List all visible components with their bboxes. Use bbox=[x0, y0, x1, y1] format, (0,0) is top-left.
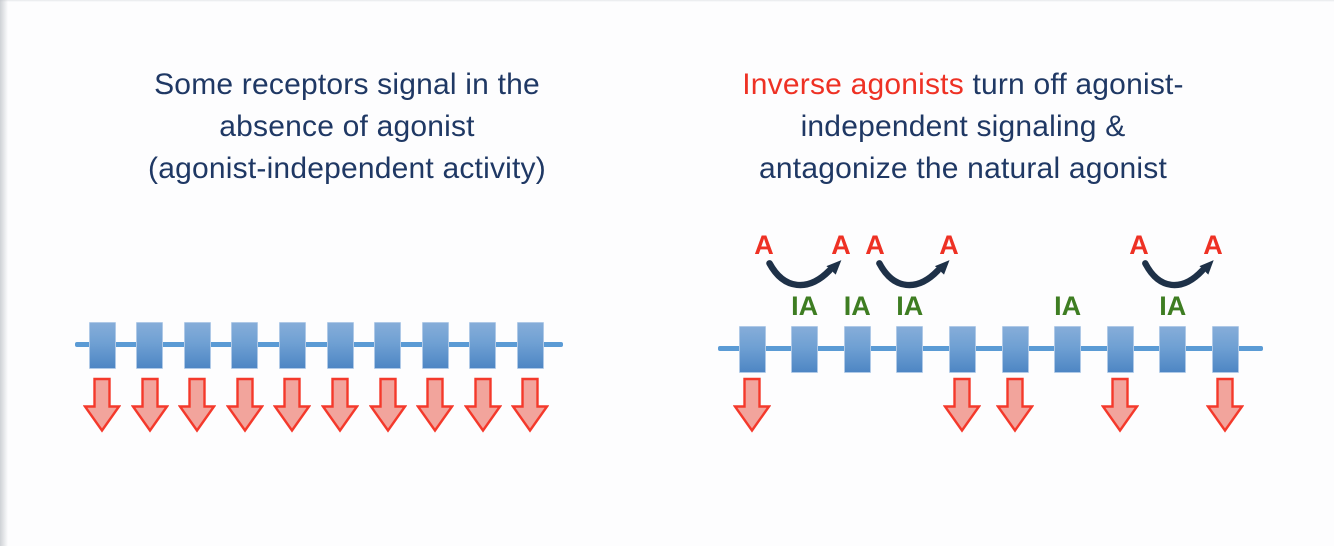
down-arrow-icon bbox=[82, 377, 122, 433]
left-title-line-1: Some receptors signal in the bbox=[154, 68, 540, 101]
signal-arrow bbox=[1100, 377, 1140, 433]
curved-arrow-icon bbox=[876, 260, 950, 289]
signal-arrow bbox=[732, 377, 772, 433]
receptor-square bbox=[791, 325, 819, 373]
receptor-square bbox=[1001, 325, 1029, 373]
left-title-line-3: (agonist-independent activity) bbox=[148, 152, 546, 185]
right-title-line-3: antagonize the natural agonist bbox=[759, 152, 1167, 185]
agonist-label: A bbox=[1129, 230, 1149, 260]
membrane-line bbox=[718, 346, 1263, 351]
signal-arrow bbox=[368, 377, 407, 433]
agonist-label: A bbox=[754, 230, 774, 260]
receptor-square bbox=[183, 321, 211, 369]
signal-arrow bbox=[995, 377, 1035, 433]
receptor-square bbox=[326, 321, 354, 369]
down-arrow-icon bbox=[130, 377, 169, 433]
right-title-line-2: independent signaling & bbox=[800, 110, 1126, 143]
agonist-bounce-arrow bbox=[764, 258, 848, 294]
down-arrow-icon bbox=[273, 377, 312, 433]
signal-arrow bbox=[511, 377, 550, 433]
receptor-square bbox=[948, 325, 976, 373]
signal-arrow bbox=[82, 377, 122, 433]
agonist-bounce-arrow bbox=[874, 258, 956, 294]
signal-arrow bbox=[177, 377, 217, 433]
receptor-square bbox=[374, 321, 402, 369]
receptor-square bbox=[1211, 325, 1239, 373]
down-arrow-icon bbox=[1206, 377, 1245, 433]
slide-top-edge bbox=[0, 0, 1334, 2]
right-title-line-1-rest: turn off agonist- bbox=[963, 68, 1184, 101]
signal-arrow bbox=[943, 377, 982, 433]
signal-arrow bbox=[225, 377, 265, 433]
left-title-line-2: absence of agonist bbox=[219, 110, 475, 143]
receptor-square bbox=[136, 321, 164, 369]
agonist-label: A bbox=[865, 230, 885, 260]
agonist-label: A bbox=[831, 230, 851, 260]
left-panel-title: Some receptors signal in the absence of … bbox=[87, 64, 607, 190]
signal-arrow bbox=[273, 377, 312, 433]
agonist-label: A bbox=[939, 230, 959, 260]
slide-left-edge bbox=[0, 0, 8, 546]
down-arrow-icon bbox=[177, 377, 217, 433]
inverse-agonists-highlight: Inverse agonists bbox=[742, 68, 964, 101]
down-arrow-icon bbox=[320, 377, 360, 433]
signal-arrow bbox=[130, 377, 169, 433]
right-panel-title: Inverse agonists turn off agonist- indep… bbox=[703, 64, 1223, 190]
curved-arrow-icon bbox=[1142, 260, 1214, 289]
signal-arrow bbox=[463, 377, 503, 433]
down-arrow-icon bbox=[511, 377, 550, 433]
signal-arrow bbox=[415, 377, 455, 433]
receptor-square bbox=[896, 325, 924, 373]
down-arrow-icon bbox=[225, 377, 265, 433]
down-arrow-icon bbox=[943, 377, 982, 433]
receptor-square bbox=[231, 321, 259, 369]
receptor-square bbox=[88, 321, 116, 369]
agonist-bounce-arrow bbox=[1140, 258, 1220, 294]
signal-arrow bbox=[320, 377, 360, 433]
receptor-square bbox=[516, 321, 544, 369]
down-arrow-icon bbox=[1100, 377, 1140, 433]
receptor-square bbox=[843, 325, 871, 373]
down-arrow-icon bbox=[463, 377, 503, 433]
down-arrow-icon bbox=[732, 377, 772, 433]
down-arrow-icon bbox=[995, 377, 1035, 433]
curved-arrow-icon bbox=[766, 260, 842, 289]
receptor-square bbox=[1054, 325, 1082, 373]
receptor-square bbox=[421, 321, 449, 369]
signal-arrow bbox=[1206, 377, 1245, 433]
membrane-line bbox=[75, 342, 563, 347]
receptor-square bbox=[278, 321, 306, 369]
agonist-label: A bbox=[1203, 230, 1223, 260]
receptor-square bbox=[738, 325, 766, 373]
down-arrow-icon bbox=[368, 377, 407, 433]
inverse-agonist-label: IA bbox=[791, 291, 819, 321]
inverse-agonist-label: IA bbox=[1054, 291, 1082, 321]
inverse-agonist-label: IA bbox=[896, 291, 924, 321]
inverse-agonist-label: IA bbox=[843, 291, 871, 321]
right-title-line-1: Inverse agonists turn off agonist- bbox=[703, 64, 1223, 106]
down-arrow-icon bbox=[415, 377, 455, 433]
receptor-square bbox=[1159, 325, 1187, 373]
receptor-square bbox=[469, 321, 497, 369]
inverse-agonist-label: IA bbox=[1159, 291, 1187, 321]
receptor-square bbox=[1106, 325, 1134, 373]
